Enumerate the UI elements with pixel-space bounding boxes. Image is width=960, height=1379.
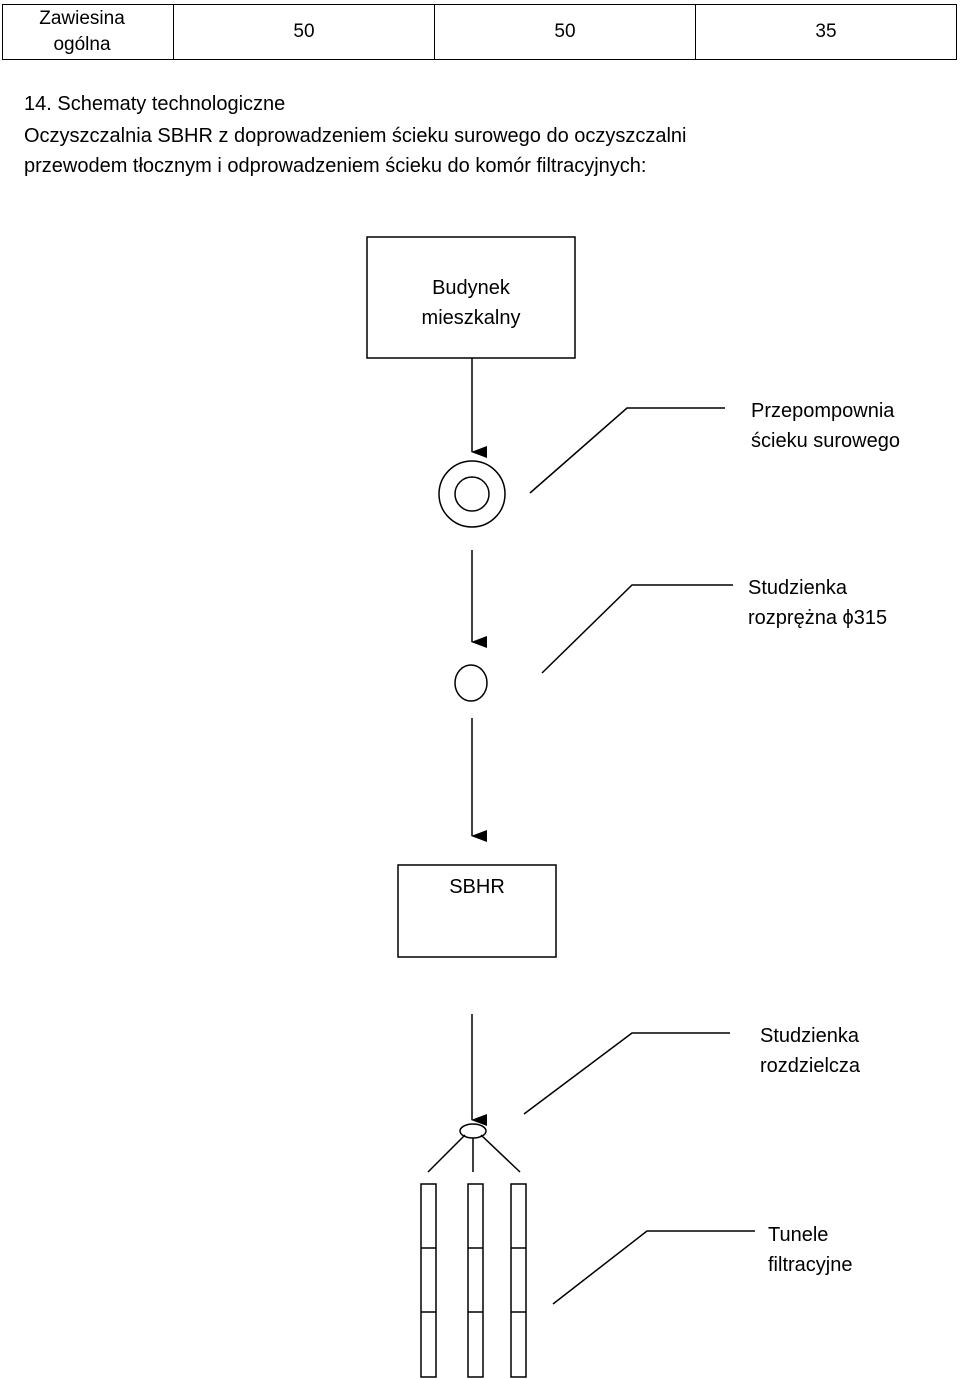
intro-paragraph: Oczyszczalnia SBHR z doprowadzeniem ście…	[24, 121, 957, 181]
building-label-line1: Budynek	[432, 277, 510, 299]
tunnel-right	[510, 1183, 527, 1378]
relief-well-leader-line	[541, 584, 733, 674]
distribution-well-leader-line	[523, 1032, 730, 1115]
distribution-well-label-line1: Studzienka	[760, 1025, 859, 1047]
building-box	[366, 236, 576, 359]
section-heading: 14. Schematy technologiczne	[24, 93, 286, 115]
table-row: Zawiesina ogólna 50 50 35	[2, 4, 957, 60]
distribution-well-label: Studzienka rozdzielcza	[760, 1021, 860, 1081]
tunnels-label-line1: Tunele	[768, 1224, 829, 1246]
relief-well-label-line2: rozprężna ϕ315	[748, 607, 888, 629]
building-label-line2: mieszkalny	[421, 307, 521, 329]
intro-line-2: przewodem tłocznym i odprowadzeniem ście…	[24, 155, 647, 177]
tunnel-center	[467, 1183, 484, 1378]
pump-station-label-line1: Przepompownia	[751, 400, 895, 422]
pump-station-inner-circle	[454, 476, 490, 512]
relief-well-circle	[454, 664, 488, 702]
intro-line-1: Oczyszczalnia SBHR z doprowadzeniem ście…	[24, 125, 687, 147]
relief-well-label: Studzienka rozprężna ϕ315	[748, 573, 887, 633]
tunnels-label-line2: filtracyjne	[768, 1254, 853, 1276]
value-cell-1: 50	[173, 4, 435, 60]
tunnel-left	[420, 1183, 437, 1378]
parameter-name-cell: Zawiesina ogólna	[2, 4, 174, 60]
pump-station-label: Przepompownia ścieku surowego	[751, 396, 900, 456]
pump-station-label-line2: ścieku surowego	[751, 430, 900, 452]
parameter-name-line1: Zawiesina	[39, 8, 125, 29]
building-label: Budynek mieszkalny	[367, 273, 575, 333]
parameter-table: Zawiesina ogólna 50 50 35	[2, 4, 957, 60]
tunnels-label: Tunele filtracyjne	[768, 1220, 852, 1280]
sbhr-label: SBHR	[449, 876, 505, 898]
branch-line-right	[480, 1134, 521, 1173]
value-cell-3: 35	[695, 4, 957, 60]
tunnels-leader-line	[552, 1230, 755, 1305]
pump-station-outer-circle	[438, 460, 506, 528]
sbhr-box	[397, 864, 557, 958]
relief-well-label-line1: Studzienka	[748, 577, 847, 599]
parameter-name-line2: ogólna	[53, 34, 111, 55]
value-cell-2: 50	[434, 4, 696, 60]
pump-station-leader-line	[529, 407, 725, 494]
distribution-well-label-line2: rozdzielcza	[760, 1055, 861, 1077]
branch-line-left	[427, 1134, 466, 1173]
